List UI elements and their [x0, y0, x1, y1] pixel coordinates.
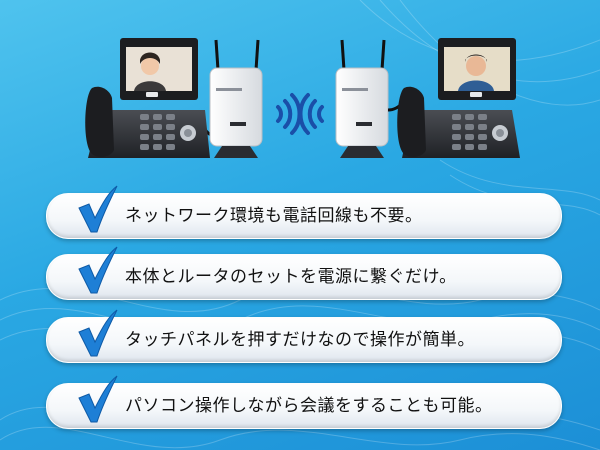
feature-text: 本体とルータのセットを電源に繋ぐだけ。 — [125, 267, 457, 287]
product-scene — [85, 38, 520, 158]
left-router — [209, 39, 263, 158]
checkmark-icon — [78, 246, 118, 294]
feature-item: 本体とルータのセットを電源に繋ぐだけ。 — [46, 246, 562, 300]
feature-text: パソコン操作しながら会議をすることも可能。 — [125, 396, 493, 416]
feature-text: ネットワーク環境も電話回線も不要。 — [125, 206, 423, 226]
feature-item: パソコン操作しながら会議をすることも可能。 — [46, 375, 562, 429]
left-video-phone — [85, 38, 236, 158]
feature-item: タッチパネルを押すだけなので操作が簡単。 — [46, 309, 562, 363]
wireless-signal-icon — [276, 93, 324, 135]
checkmark-icon — [78, 375, 118, 423]
right-router — [335, 39, 413, 158]
feature-text: タッチパネルを押すだけなので操作が簡単。 — [125, 330, 475, 350]
checkmark-icon — [78, 185, 118, 233]
feature-item: ネットワーク環境も電話回線も不要。 — [46, 185, 562, 239]
checkmark-icon — [78, 309, 118, 357]
right-video-phone — [397, 38, 520, 158]
